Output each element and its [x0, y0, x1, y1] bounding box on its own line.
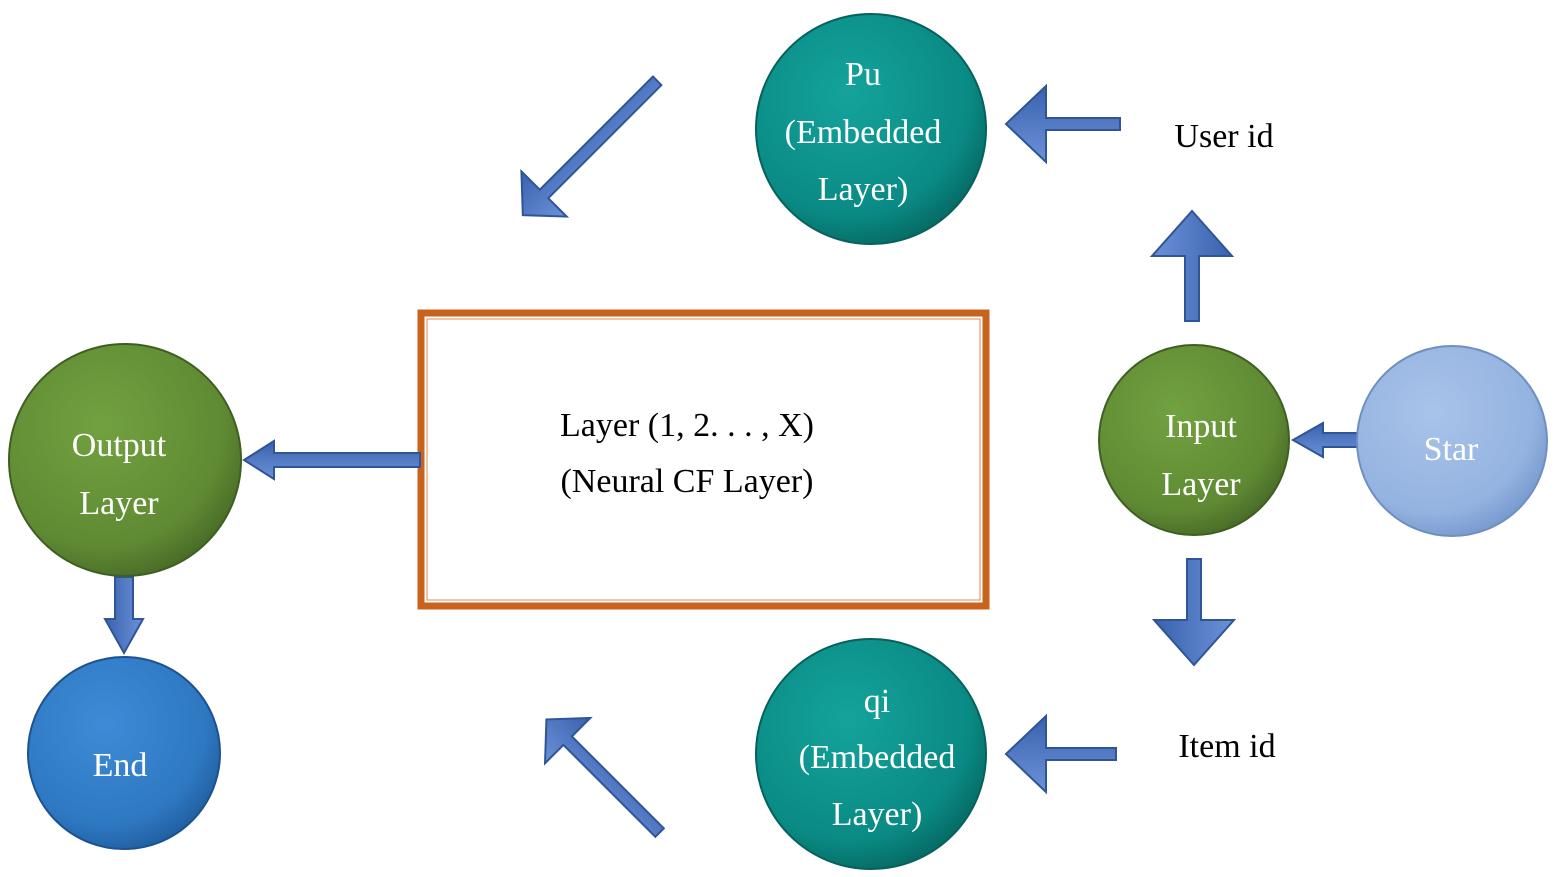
arrow-icon [103, 576, 145, 656]
output-label-line1: Output [72, 427, 167, 464]
pu-label-line1: Pu [845, 56, 881, 93]
neural-box-line1: Layer (1, 2. . . , X) [560, 407, 814, 444]
input-label-line2: Layer [1161, 466, 1241, 503]
user-id-label: User id [1174, 118, 1273, 155]
pu-embedded-layer-node: Pu (Embedded Layer) [755, 13, 987, 245]
input-layer-node: Input Layer [1098, 344, 1290, 536]
arrow-icon [520, 75, 663, 218]
arrow-icon [1004, 83, 1121, 165]
arrow-icon [1290, 421, 1358, 459]
pu-label-line2: (Embedded [785, 114, 942, 151]
arrow-icon [1149, 209, 1235, 322]
star-node: Star [1356, 345, 1548, 537]
item-id-label: Item id [1178, 728, 1275, 765]
qi-embedded-layer-node: qi (Embedded Layer) [755, 638, 987, 870]
arrow-icon [543, 716, 666, 839]
output-layer-node: Output Layer [8, 343, 242, 577]
arrow-icon [1151, 558, 1237, 667]
output-label-line2: Layer [79, 485, 159, 522]
qi-label-line1: qi [864, 683, 890, 720]
input-label-line1: Input [1165, 408, 1237, 445]
end-label: End [93, 747, 148, 784]
pu-label-line3: Layer) [818, 171, 909, 208]
qi-label-line2: (Embedded [799, 739, 956, 776]
arrow-icon [242, 439, 421, 481]
neural-cf-box: Layer (1, 2. . . , X) (Neural CF Layer) [417, 309, 990, 610]
neural-box-line2: (Neural CF Layer) [560, 463, 813, 500]
end-node: End [27, 656, 221, 850]
arrow-icon [1004, 713, 1117, 795]
qi-label-line3: Layer) [832, 796, 923, 833]
star-label: Star [1424, 431, 1479, 468]
